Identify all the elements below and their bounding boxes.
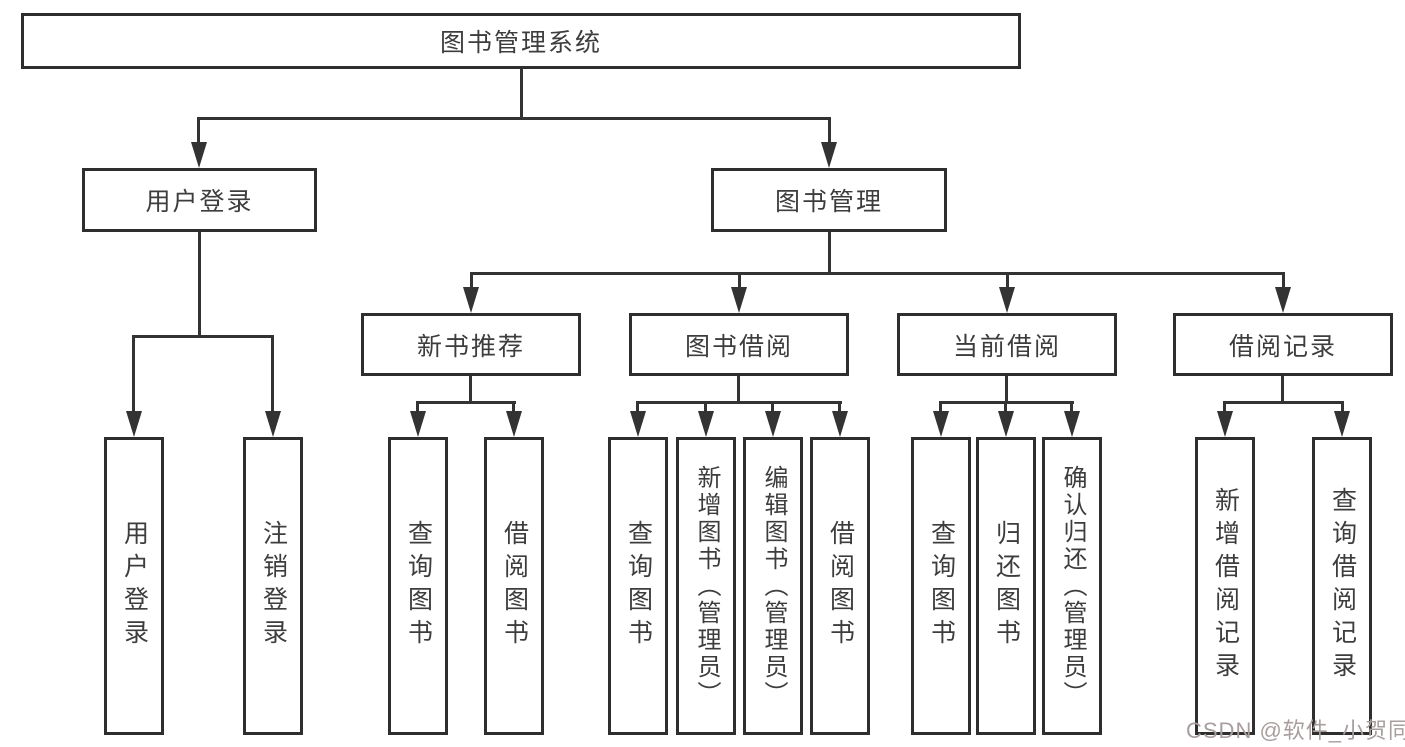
connector-line	[939, 401, 942, 417]
leaf-newbook-query-label: 查询图书	[404, 520, 433, 652]
node-book-borrow-label: 图书借阅	[684, 332, 793, 361]
connector-line	[197, 117, 200, 145]
connector-line	[470, 272, 473, 290]
node-current-borrow: 当前借阅	[897, 313, 1117, 376]
node-user-login-label: 用户登录	[145, 188, 254, 216]
leaf-user-login-label: 用户登录	[120, 520, 149, 652]
connector-line	[828, 117, 831, 145]
leaf-bookborrow-edit-label: 编辑图书（管理员）	[760, 464, 787, 708]
connector-line	[512, 401, 515, 417]
connector-line	[828, 232, 831, 275]
arrowhead-icon	[933, 411, 949, 437]
arrowhead-icon	[832, 411, 848, 437]
leaf-bookborrow-borrow-label: 借阅图书	[826, 520, 855, 652]
node-user-login: 用户登录	[82, 168, 317, 232]
connector-line	[1223, 401, 1344, 404]
connector-line	[771, 401, 774, 417]
leaf-bookborrow-add: 新增图书（管理员）	[676, 437, 736, 735]
connector-line	[197, 117, 831, 120]
connector-line	[704, 401, 707, 417]
arrowhead-icon	[1217, 411, 1233, 437]
connector-line	[470, 272, 1285, 275]
leaf-records-add-label: 新增借阅记录	[1211, 487, 1240, 685]
arrowhead-icon	[410, 411, 426, 437]
connector-line	[838, 401, 841, 417]
connector-line	[1006, 272, 1009, 290]
leaf-current-return: 归还图书	[976, 437, 1036, 735]
arrowhead-icon	[126, 411, 142, 437]
connector-line	[1004, 401, 1007, 417]
leaf-current-confirm-label: 确认归还（管理员）	[1059, 464, 1086, 708]
leaf-newbook-query: 查询图书	[388, 437, 448, 735]
leaf-newbook-borrow: 借阅图书	[484, 437, 544, 735]
node-book-borrow: 图书借阅	[629, 313, 849, 376]
leaf-logout: 注销登录	[243, 437, 303, 735]
leaf-records-query: 查询借阅记录	[1312, 437, 1372, 735]
leaf-current-query: 查询图书	[911, 437, 971, 735]
leaf-logout-label: 注销登录	[259, 520, 288, 652]
arrowhead-icon	[698, 411, 714, 437]
arrowhead-icon	[506, 411, 522, 437]
arrowhead-icon	[1275, 287, 1291, 313]
connector-line	[1341, 401, 1344, 417]
leaf-records-add: 新增借阅记录	[1195, 437, 1255, 735]
arrowhead-icon	[998, 411, 1014, 437]
connector-line	[636, 401, 639, 417]
connector-line	[738, 272, 741, 290]
csdn-watermark: CSDN @软件_小贺同学	[1186, 718, 1405, 743]
arrowhead-icon	[765, 411, 781, 437]
arrowhead-icon	[821, 142, 837, 168]
node-borrow-records-label: 借阅记录	[1228, 332, 1337, 361]
connector-line	[416, 401, 419, 417]
leaf-user-login: 用户登录	[104, 437, 164, 735]
node-current-borrow-label: 当前借阅	[952, 332, 1061, 361]
node-new-book-rec: 新书推荐	[361, 313, 581, 376]
leaf-bookborrow-edit: 编辑图书（管理员）	[743, 437, 803, 735]
connector-line	[271, 335, 274, 415]
connector-line	[520, 68, 523, 118]
arrowhead-icon	[265, 411, 281, 437]
connector-line	[1282, 272, 1285, 290]
node-book-mgmt-label: 图书管理	[774, 188, 883, 216]
leaf-current-return-label: 归还图书	[992, 520, 1021, 652]
node-book-mgmt: 图书管理	[711, 168, 947, 232]
leaf-bookborrow-query: 查询图书	[608, 437, 668, 735]
leaf-newbook-borrow-label: 借阅图书	[500, 520, 529, 652]
node-root-label: 图书管理系统	[439, 29, 602, 57]
connector-line	[737, 376, 740, 404]
node-borrow-records: 借阅记录	[1173, 313, 1393, 376]
connector-line	[132, 335, 135, 415]
leaf-current-query-label: 查询图书	[927, 520, 956, 652]
arrowhead-icon	[191, 142, 207, 168]
connector-line	[132, 335, 274, 338]
connector-line	[1070, 401, 1073, 417]
node-new-book-rec-label: 新书推荐	[416, 332, 525, 361]
connector-line	[1223, 401, 1226, 417]
connector-line	[1281, 376, 1284, 404]
arrowhead-icon	[731, 287, 747, 313]
arrowhead-icon	[1064, 411, 1080, 437]
leaf-bookborrow-add-label: 新增图书（管理员）	[693, 464, 720, 708]
connector-line	[198, 232, 201, 336]
leaf-bookborrow-query-label: 查询图书	[624, 520, 653, 652]
arrowhead-icon	[630, 411, 646, 437]
arrowhead-icon	[999, 287, 1015, 313]
leaf-current-confirm: 确认归还（管理员）	[1042, 437, 1102, 735]
leaf-bookborrow-borrow: 借阅图书	[810, 437, 870, 735]
connector-line	[469, 376, 472, 404]
arrowhead-icon	[463, 287, 479, 313]
connector-line	[636, 401, 842, 404]
arrowhead-icon	[1334, 411, 1350, 437]
leaf-records-query-label: 查询借阅记录	[1328, 487, 1357, 685]
connector-line	[1005, 376, 1008, 404]
node-root: 图书管理系统	[21, 13, 1021, 69]
connector-line	[416, 401, 516, 404]
